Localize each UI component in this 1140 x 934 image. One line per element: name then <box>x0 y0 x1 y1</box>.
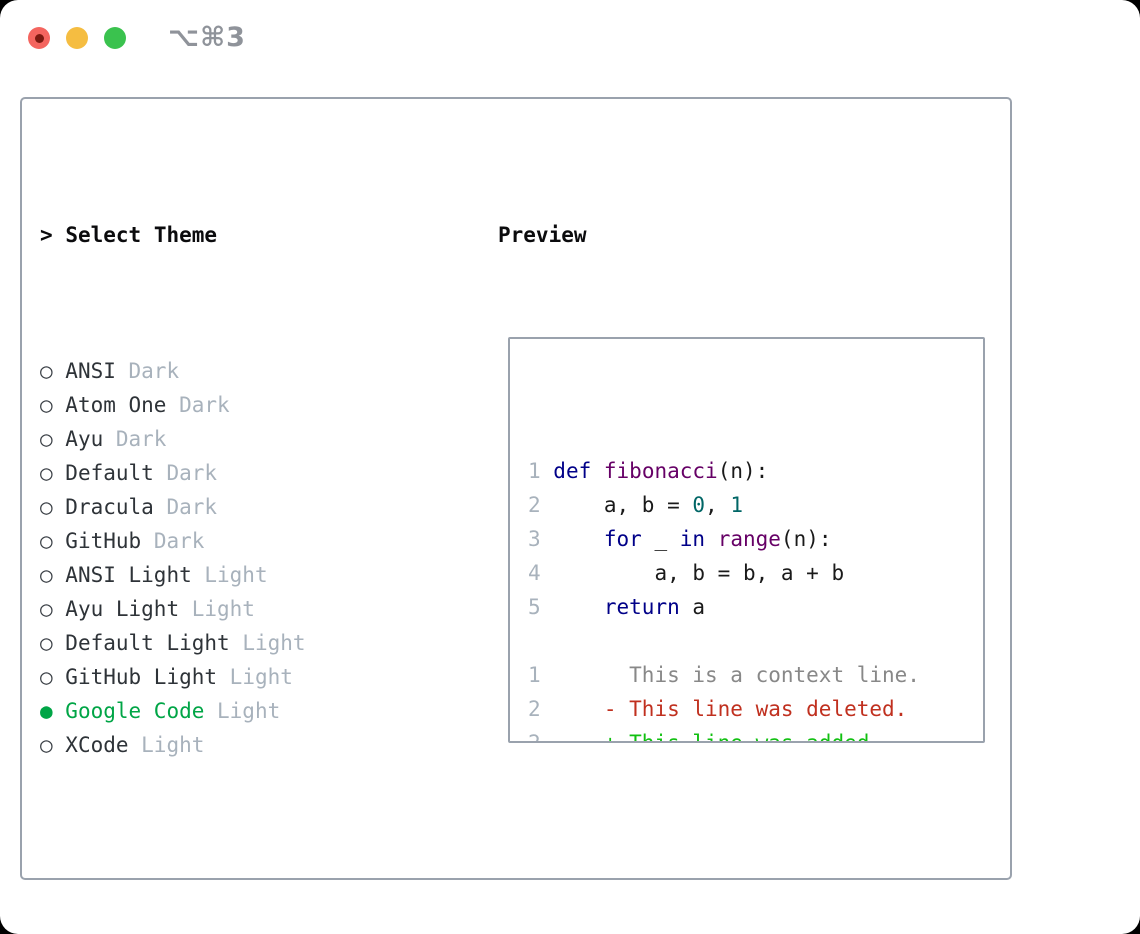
theme-tag: Light <box>191 563 268 587</box>
theme-option-xcode[interactable]: ○ XCode Light <box>40 728 498 762</box>
code-line: 3 for _ in range(n): <box>528 527 832 551</box>
theme-tag: Light <box>217 665 293 689</box>
theme-option-default[interactable]: ○ Default Dark <box>40 456 498 490</box>
theme-tag: Light <box>204 699 281 723</box>
theme-name: Dracula <box>52 495 154 519</box>
theme-name: Default <box>52 461 154 485</box>
theme-option-ansi[interactable]: ○ ANSI Dark <box>40 354 498 388</box>
window-title: ⌥⌘3 <box>168 22 246 53</box>
minimize-button[interactable] <box>66 27 88 49</box>
theme-tag: Light <box>179 597 255 621</box>
radio-icon: ○ <box>40 359 53 383</box>
title-bar: ⌥⌘3 <box>0 0 1140 97</box>
close-button[interactable] <box>28 27 50 49</box>
theme-name: Ayu Light <box>52 597 180 621</box>
select-theme-title: Select Theme <box>65 223 218 247</box>
theme-option-ansi-light[interactable]: ○ ANSI Light Light <box>40 558 498 592</box>
radio-icon: ○ <box>40 597 53 621</box>
line-number: 2 <box>528 731 554 743</box>
theme-option-google-code[interactable]: ● Google Code Light <box>40 694 498 728</box>
prompt-caret: > <box>40 223 53 247</box>
theme-option-ayu[interactable]: ○ Ayu Dark <box>40 422 498 456</box>
code-line: 2 - This line was deleted. <box>528 697 908 721</box>
radio-icon: ○ <box>40 461 53 485</box>
line-number: 5 <box>528 595 554 619</box>
radio-icon: ○ <box>40 563 53 587</box>
theme-option-github-light[interactable]: ○ GitHub Light Light <box>40 660 498 694</box>
theme-tag: Light <box>128 733 205 757</box>
theme-list-panel: > Select Theme ○ ANSI Dark○ Atom One Dar… <box>22 99 498 878</box>
theme-tag: Dark <box>166 393 230 417</box>
theme-tag: Dark <box>115 359 180 383</box>
line-number: 4 <box>528 561 554 585</box>
theme-tag: Dark <box>153 461 218 485</box>
code-line: 2 a, b = 0, 1 <box>528 493 743 517</box>
code-line: 4 a, b = b, a + b <box>528 561 845 585</box>
theme-tag: Dark <box>153 495 218 519</box>
radio-icon: ○ <box>40 631 53 655</box>
code-line: 1 This is a context line. <box>528 663 920 687</box>
code-preview-box: 1 def fibonacci(n): 2 a, b = 0, 1 3 for _ … <box>508 337 985 743</box>
theme-picker-dialog: > Select Theme ○ ANSI Dark○ Atom One Dar… <box>20 97 1012 880</box>
code-line <box>528 624 983 658</box>
radio-icon: ○ <box>40 427 53 451</box>
theme-option-github[interactable]: ○ GitHub Dark <box>40 524 498 558</box>
theme-name: Google Code <box>52 699 205 723</box>
line-number: 1 <box>528 459 554 483</box>
theme-list: ○ ANSI Dark○ Atom One Dark○ Ayu Dark○ De… <box>40 354 498 762</box>
theme-name: Atom One <box>52 393 167 417</box>
spacer <box>40 864 498 898</box>
theme-name: GitHub <box>52 529 142 553</box>
theme-name: ANSI Light <box>52 563 192 587</box>
theme-tag: Dark <box>141 529 205 553</box>
radio-icon: ○ <box>40 665 53 689</box>
radio-icon: ○ <box>40 495 53 519</box>
code-line: 1 def fibonacci(n): <box>528 459 769 483</box>
theme-option-default-light[interactable]: ○ Default Light Light <box>40 626 498 660</box>
radio-icon: ○ <box>40 733 53 757</box>
preview-panel: Preview 1 def fibonacci(n): 2 a, b = 0, 1… <box>498 99 1010 878</box>
radio-selected-icon: ● <box>40 699 53 723</box>
theme-name: GitHub Light <box>52 665 218 689</box>
theme-tag: Dark <box>103 427 167 451</box>
radio-icon: ○ <box>40 393 53 417</box>
theme-list-header: > Select Theme <box>40 218 498 252</box>
code-area: 1 def fibonacci(n): 2 a, b = 0, 1 3 for _ … <box>528 454 983 743</box>
line-number: 2 <box>528 493 554 517</box>
zoom-button[interactable] <box>104 27 126 49</box>
theme-name: Ayu <box>52 427 104 451</box>
theme-option-ayu-light[interactable]: ○ Ayu Light Light <box>40 592 498 626</box>
line-number: 3 <box>528 527 554 551</box>
theme-tag: Light <box>229 631 306 655</box>
line-number: 1 <box>528 663 554 687</box>
code-line: 5 return a <box>528 595 706 619</box>
theme-name: XCode <box>52 733 129 757</box>
theme-option-dracula[interactable]: ○ Dracula Dark <box>40 490 498 524</box>
preview-title: Preview <box>498 223 587 247</box>
close-dot-icon <box>34 33 44 43</box>
line-number: 2 <box>528 697 554 721</box>
code-line: 2 + This line was added. <box>528 726 983 743</box>
theme-option-atom-one[interactable]: ○ Atom One Dark <box>40 388 498 422</box>
theme-name: ANSI <box>52 359 116 383</box>
radio-icon: ○ <box>40 529 53 553</box>
theme-name: Default Light <box>52 631 230 655</box>
